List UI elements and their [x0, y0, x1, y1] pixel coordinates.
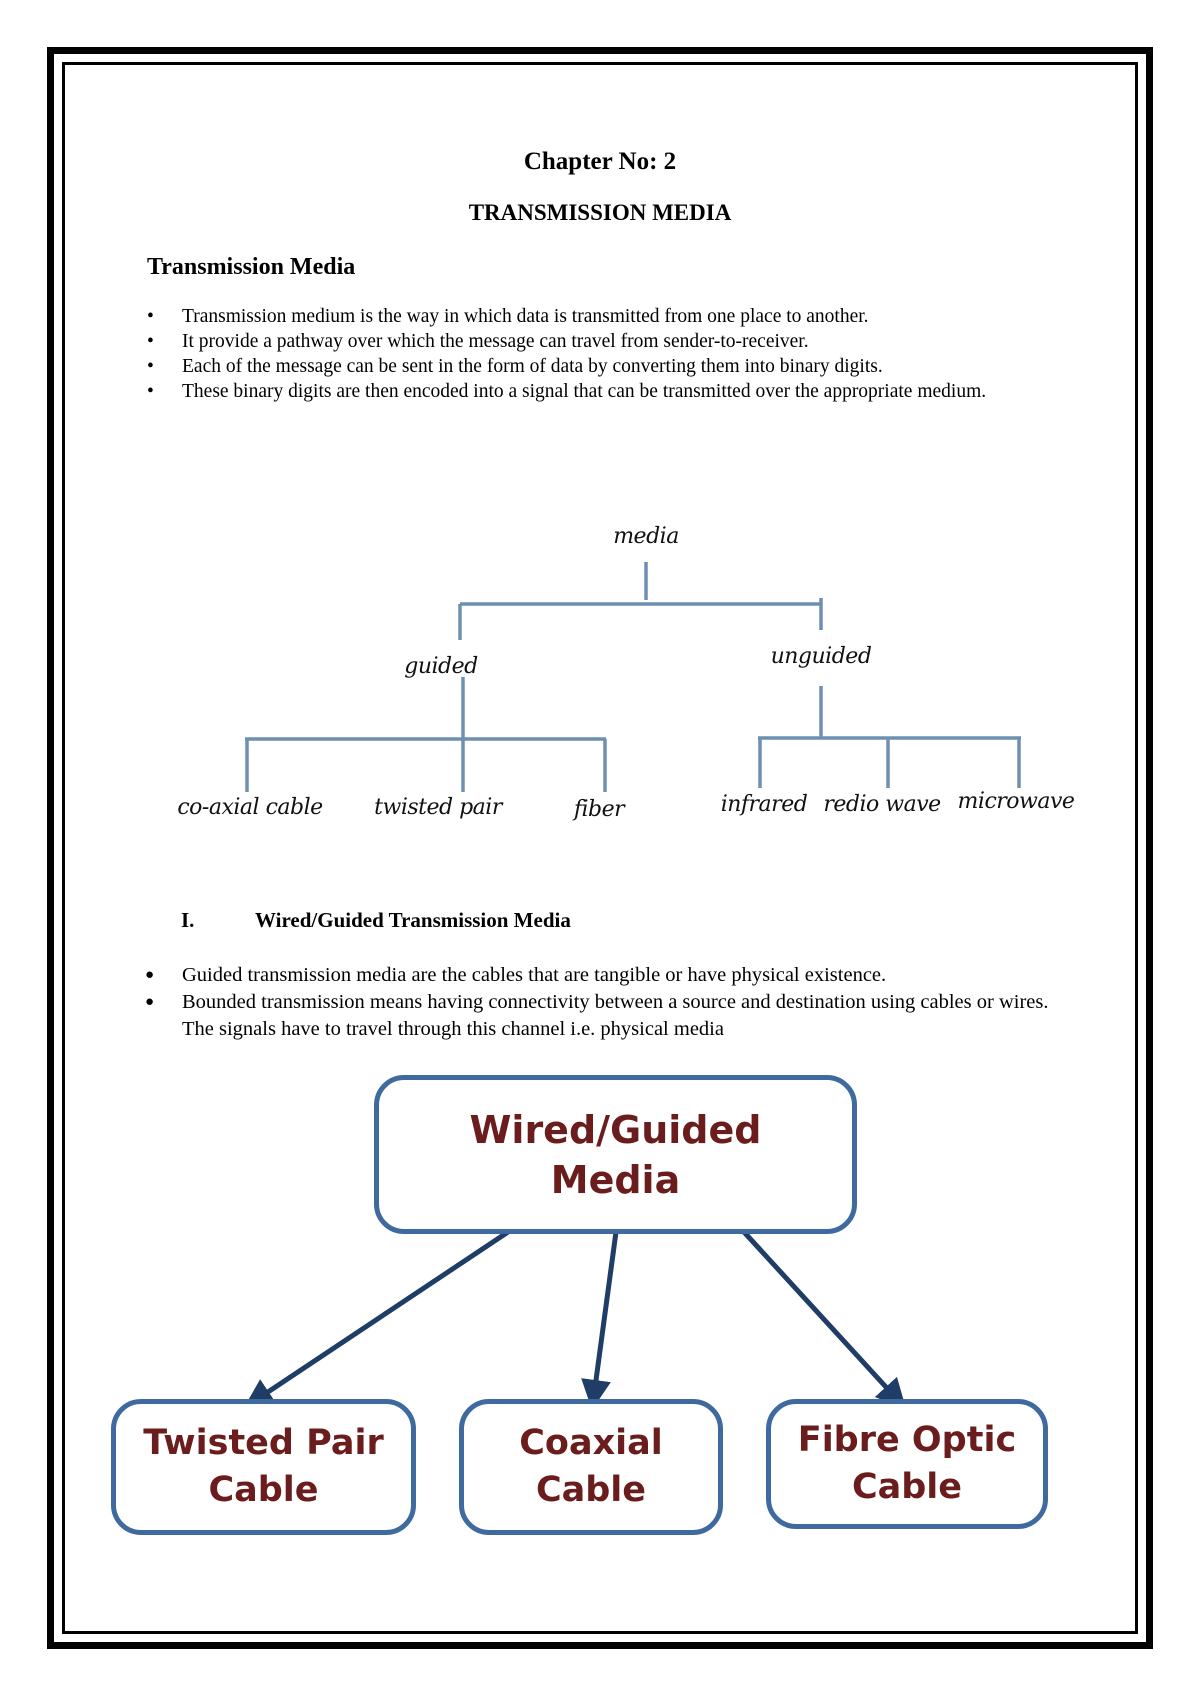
list-item: Each of the message can be sent in the f…: [147, 354, 1065, 379]
page-border-inner: [62, 62, 1138, 1634]
intro-bullet-list: Transmission medium is the way in which …: [147, 304, 1065, 404]
flowchart-root-line2: Media: [550, 1157, 681, 1202]
flowchart-box-fibre-optic: Fibre Optic Cable: [766, 1399, 1048, 1529]
list-item: It provide a pathway over which the mess…: [147, 329, 1065, 354]
chapter-title: TRANSMISSION MEDIA: [468, 200, 732, 225]
wired-section-heading: I. Wired/Guided Transmission Media: [181, 908, 571, 933]
tree-node-guided: guided: [404, 654, 478, 679]
flowchart-box-line2: Cable: [535, 1470, 647, 1510]
tree-node-media: media: [613, 524, 679, 549]
flowchart-box-line1: Coaxial: [519, 1423, 663, 1463]
wired-bullet-list: Guided transmission media are the cables…: [145, 962, 1065, 1043]
wired-section-title: Wired/Guided Transmission Media: [255, 908, 571, 932]
tree-node-coaxial-cable: co-axial cable: [177, 795, 323, 820]
list-item: Transmission medium is the way in which …: [147, 304, 1065, 329]
flowchart-box-line1: Twisted Pair: [143, 1423, 384, 1463]
tree-node-radio-wave: redio wave: [823, 792, 941, 817]
flowchart-root-line1: Wired/Guided: [469, 1107, 762, 1152]
wired-section-number: I.: [181, 908, 195, 932]
flowchart-box-coaxial: Coaxial Cable: [459, 1399, 723, 1535]
flowchart-root-box: Wired/Guided Media: [374, 1075, 857, 1234]
tree-node-twisted-pair: twisted pair: [374, 795, 502, 820]
section-heading: Transmission Media: [147, 254, 356, 280]
flowchart-box-twisted-pair: Twisted Pair Cable: [111, 1399, 416, 1535]
tree-node-microwave: microwave: [957, 789, 1075, 814]
list-item: These binary digits are then encoded int…: [147, 379, 1065, 404]
tree-node-unguided: unguided: [770, 644, 872, 669]
flowchart-box-line2: Cable: [851, 1467, 963, 1507]
tree-node-infrared: infrared: [720, 792, 808, 817]
chapter-number: Chapter No: 2: [523, 148, 677, 175]
flowchart-box-line2: Cable: [208, 1470, 319, 1510]
page-border-outer: [47, 47, 1153, 1649]
tree-node-fiber: fiber: [573, 797, 625, 822]
list-item: Bounded transmission means having connec…: [145, 989, 1065, 1043]
list-item: Guided transmission media are the cables…: [145, 962, 1065, 989]
flowchart-box-line1: Fibre Optic: [797, 1420, 1017, 1460]
